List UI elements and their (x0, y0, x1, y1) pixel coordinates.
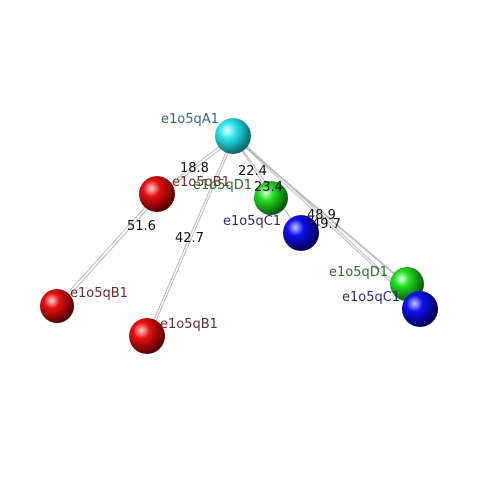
bond-a1-d1-right-2 (233, 137, 409, 287)
bond-a1-b1-mid (146, 135, 234, 337)
atom-d1-top[interactable] (254, 181, 288, 215)
atom-b1-top[interactable] (139, 176, 175, 212)
bond-a1-d1-right (232, 135, 408, 285)
distance-label: 42.7 (175, 231, 204, 246)
distance-label: 51.6 (127, 219, 156, 234)
atom-a1[interactable] (215, 118, 251, 154)
distance-label: 48.9 (307, 208, 336, 223)
label-c1-right: e1o5qC1 (342, 290, 400, 305)
distance-label: 23.4 (254, 180, 283, 195)
atom-c1-right[interactable] (402, 291, 438, 327)
atom-c1-mid[interactable] (283, 215, 319, 251)
label-a1: e1o5qA1 (161, 112, 219, 127)
atom-b1-left[interactable] (40, 289, 74, 323)
bond-b1-top-b1-left (56, 193, 158, 306)
distance-label: 49.7 (312, 217, 341, 232)
bond-a1-b1-mid-2 (148, 136, 236, 338)
label-b1-mid: e1o5qB1 (160, 317, 218, 332)
distance-label: 18.8 (180, 161, 209, 176)
label-d1-right: e1o5qD1 (329, 265, 388, 280)
atom-b1-mid[interactable] (129, 318, 165, 354)
label-b1-left: e1o5qB1 (70, 286, 128, 301)
bond-b1-top-b1-left-2 (58, 195, 160, 308)
label-d1-top: e1o5qD1 (193, 178, 252, 193)
bond-a1-c1-right (232, 135, 421, 310)
label-c1-mid: e1o5qC1 (223, 214, 281, 229)
distance-label: 22.4 (238, 164, 267, 179)
label-b1-top: e1o5qB1 (172, 175, 230, 190)
